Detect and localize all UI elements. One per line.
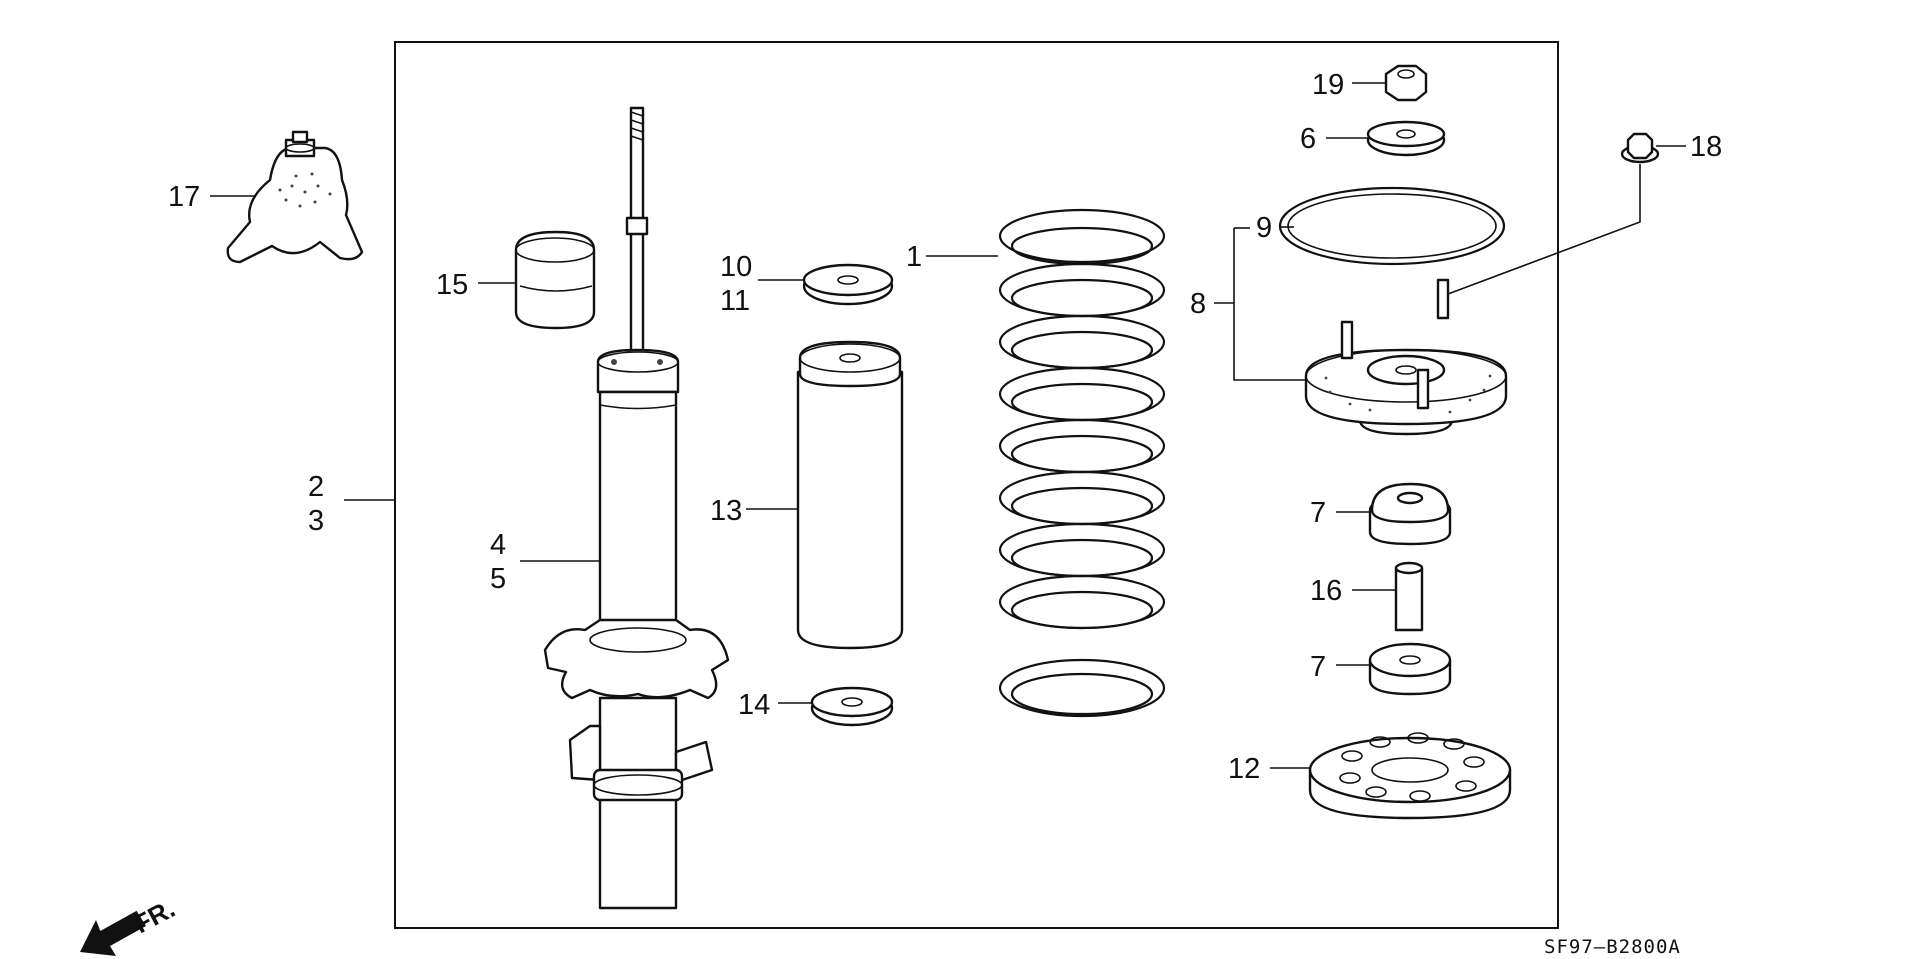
diagram-code: SF97–B2800A — [1544, 936, 1681, 958]
callout-11: 11 — [720, 285, 750, 317]
callout-1: 1 — [906, 241, 922, 273]
callout-3: 3 — [308, 505, 324, 537]
part-17-mount-rubber[interactable] — [226, 130, 364, 264]
part-10-11-washer[interactable] — [802, 263, 894, 306]
part-7-upper-rubber[interactable] — [1368, 482, 1452, 546]
callout-19: 19 — [1312, 69, 1344, 101]
callout-16: 16 — [1310, 575, 1342, 607]
callout-7-upper: 7 — [1310, 497, 1326, 529]
part-13-dust-boot[interactable] — [796, 340, 904, 650]
callout-13: 13 — [710, 495, 742, 527]
part-7-lower-rubber[interactable] — [1368, 642, 1452, 696]
front-direction-label: FR. — [129, 893, 180, 939]
front-arrow-icon — [80, 910, 146, 956]
callout-6: 6 — [1300, 123, 1316, 155]
callout-4: 4 — [490, 529, 506, 561]
callout-15: 15 — [436, 269, 468, 301]
part-18-flange-nut[interactable] — [1620, 132, 1660, 164]
callout-2: 2 — [308, 471, 324, 503]
part-1-coil-spring[interactable] — [998, 208, 1166, 718]
assembly-frame — [394, 41, 1559, 929]
callout-14: 14 — [738, 689, 770, 721]
part-14-washer[interactable] — [810, 686, 894, 727]
part-19-self-lock-nut[interactable] — [1384, 64, 1428, 102]
part-8-shock-absorber-mounting-base[interactable] — [1304, 278, 1508, 436]
part-6-washer[interactable] — [1366, 120, 1446, 157]
callout-7-lower: 7 — [1310, 651, 1326, 683]
front-direction-indicator: FR. — [80, 893, 180, 956]
callout-17: 17 — [168, 181, 200, 213]
part-16-collar[interactable] — [1394, 561, 1424, 632]
part-9-o-ring[interactable] — [1278, 186, 1506, 266]
callout-9: 9 — [1256, 212, 1272, 244]
callout-12: 12 — [1228, 753, 1260, 785]
callout-18: 18 — [1690, 131, 1722, 163]
callout-5: 5 — [490, 563, 506, 595]
leader-lines — [210, 82, 1686, 769]
part-12-spring-lower-seat[interactable] — [1308, 732, 1512, 820]
part-15-bump-rubber[interactable] — [514, 230, 596, 330]
part-4-5-shock-absorber[interactable] — [543, 106, 730, 910]
callout-10: 10 — [720, 251, 752, 283]
callout-8: 8 — [1190, 288, 1206, 320]
